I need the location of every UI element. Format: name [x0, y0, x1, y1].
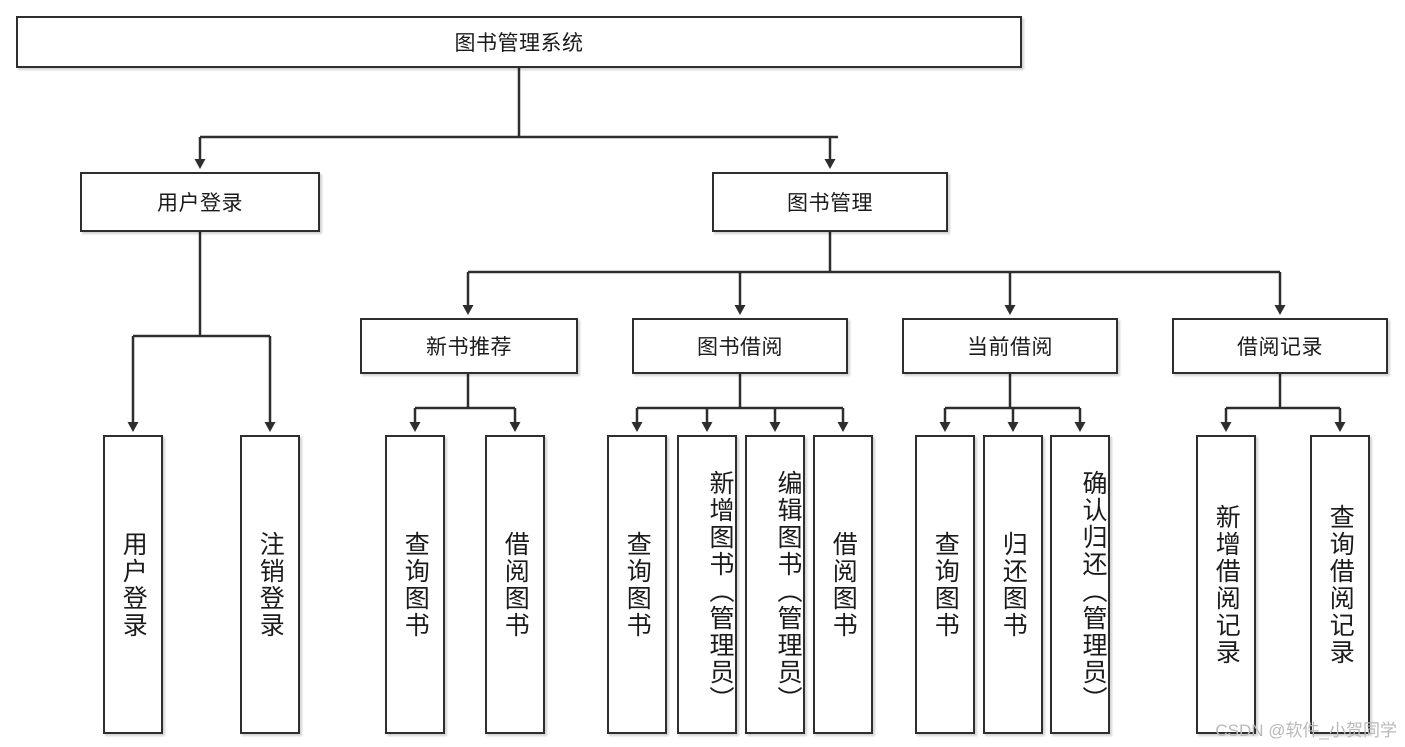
- node-leaf-add-book-label: 新增图书（管理员）: [706, 470, 734, 713]
- node-leaf-query-record-label: 查询借阅记录: [1326, 503, 1355, 666]
- node-user-login-label: 用户登录: [157, 192, 243, 215]
- node-leaf-return-book[interactable]: 归还图书: [983, 435, 1043, 734]
- node-leaf-query-book-2-label: 查询图书: [623, 530, 652, 639]
- node-root-label: 图书管理系统: [454, 32, 584, 55]
- node-leaf-confirm-return[interactable]: 确认归还（管理员）: [1050, 435, 1110, 734]
- node-root[interactable]: 图书管理系统: [16, 16, 1022, 68]
- node-leaf-edit-book-label: 编辑图书（管理员）: [774, 470, 802, 713]
- node-leaf-query-book-3[interactable]: 查询图书: [915, 435, 975, 734]
- node-leaf-borrow-book-2[interactable]: 借阅图书: [813, 435, 873, 734]
- node-book-manage-label: 图书管理: [787, 192, 873, 215]
- node-user-login[interactable]: 用户登录: [80, 172, 320, 232]
- node-leaf-borrow-book-1-label: 借阅图书: [501, 530, 530, 639]
- node-borrow-record-label: 借阅记录: [1237, 336, 1323, 359]
- node-leaf-query-book-3-label: 查询图书: [931, 530, 960, 639]
- node-book-borrow[interactable]: 图书借阅: [632, 318, 848, 374]
- node-book-manage[interactable]: 图书管理: [712, 172, 948, 232]
- watermark-text: CSDN @软件_小贺同学: [1215, 721, 1397, 740]
- node-leaf-borrow-book-1[interactable]: 借阅图书: [485, 435, 545, 734]
- node-book-borrow-label: 图书借阅: [697, 336, 783, 359]
- node-leaf-borrow-book-2-label: 借阅图书: [829, 530, 858, 639]
- node-leaf-confirm-return-label: 确认归还（管理员）: [1079, 470, 1107, 713]
- node-new-book-recommend[interactable]: 新书推荐: [360, 318, 578, 374]
- node-leaf-query-book-2[interactable]: 查询图书: [607, 435, 667, 734]
- node-leaf-user-login[interactable]: 用户登录: [103, 435, 163, 734]
- node-leaf-query-record[interactable]: 查询借阅记录: [1310, 435, 1370, 734]
- node-borrow-record[interactable]: 借阅记录: [1172, 318, 1388, 374]
- node-current-borrow-label: 当前借阅: [967, 336, 1053, 359]
- node-leaf-user-login-label: 用户登录: [119, 530, 148, 639]
- node-leaf-query-book-1-label: 查询图书: [401, 530, 430, 639]
- node-leaf-logout[interactable]: 注销登录: [240, 435, 300, 734]
- node-leaf-return-book-label: 归还图书: [999, 530, 1028, 639]
- node-leaf-add-record-label: 新增借阅记录: [1212, 503, 1241, 666]
- node-leaf-logout-label: 注销登录: [256, 530, 285, 639]
- node-leaf-add-record[interactable]: 新增借阅记录: [1196, 435, 1256, 734]
- node-leaf-query-book-1[interactable]: 查询图书: [385, 435, 445, 734]
- node-leaf-edit-book[interactable]: 编辑图书（管理员）: [745, 435, 805, 734]
- node-current-borrow[interactable]: 当前借阅: [902, 318, 1118, 374]
- node-new-book-recommend-label: 新书推荐: [426, 336, 512, 359]
- node-leaf-add-book[interactable]: 新增图书（管理员）: [677, 435, 737, 734]
